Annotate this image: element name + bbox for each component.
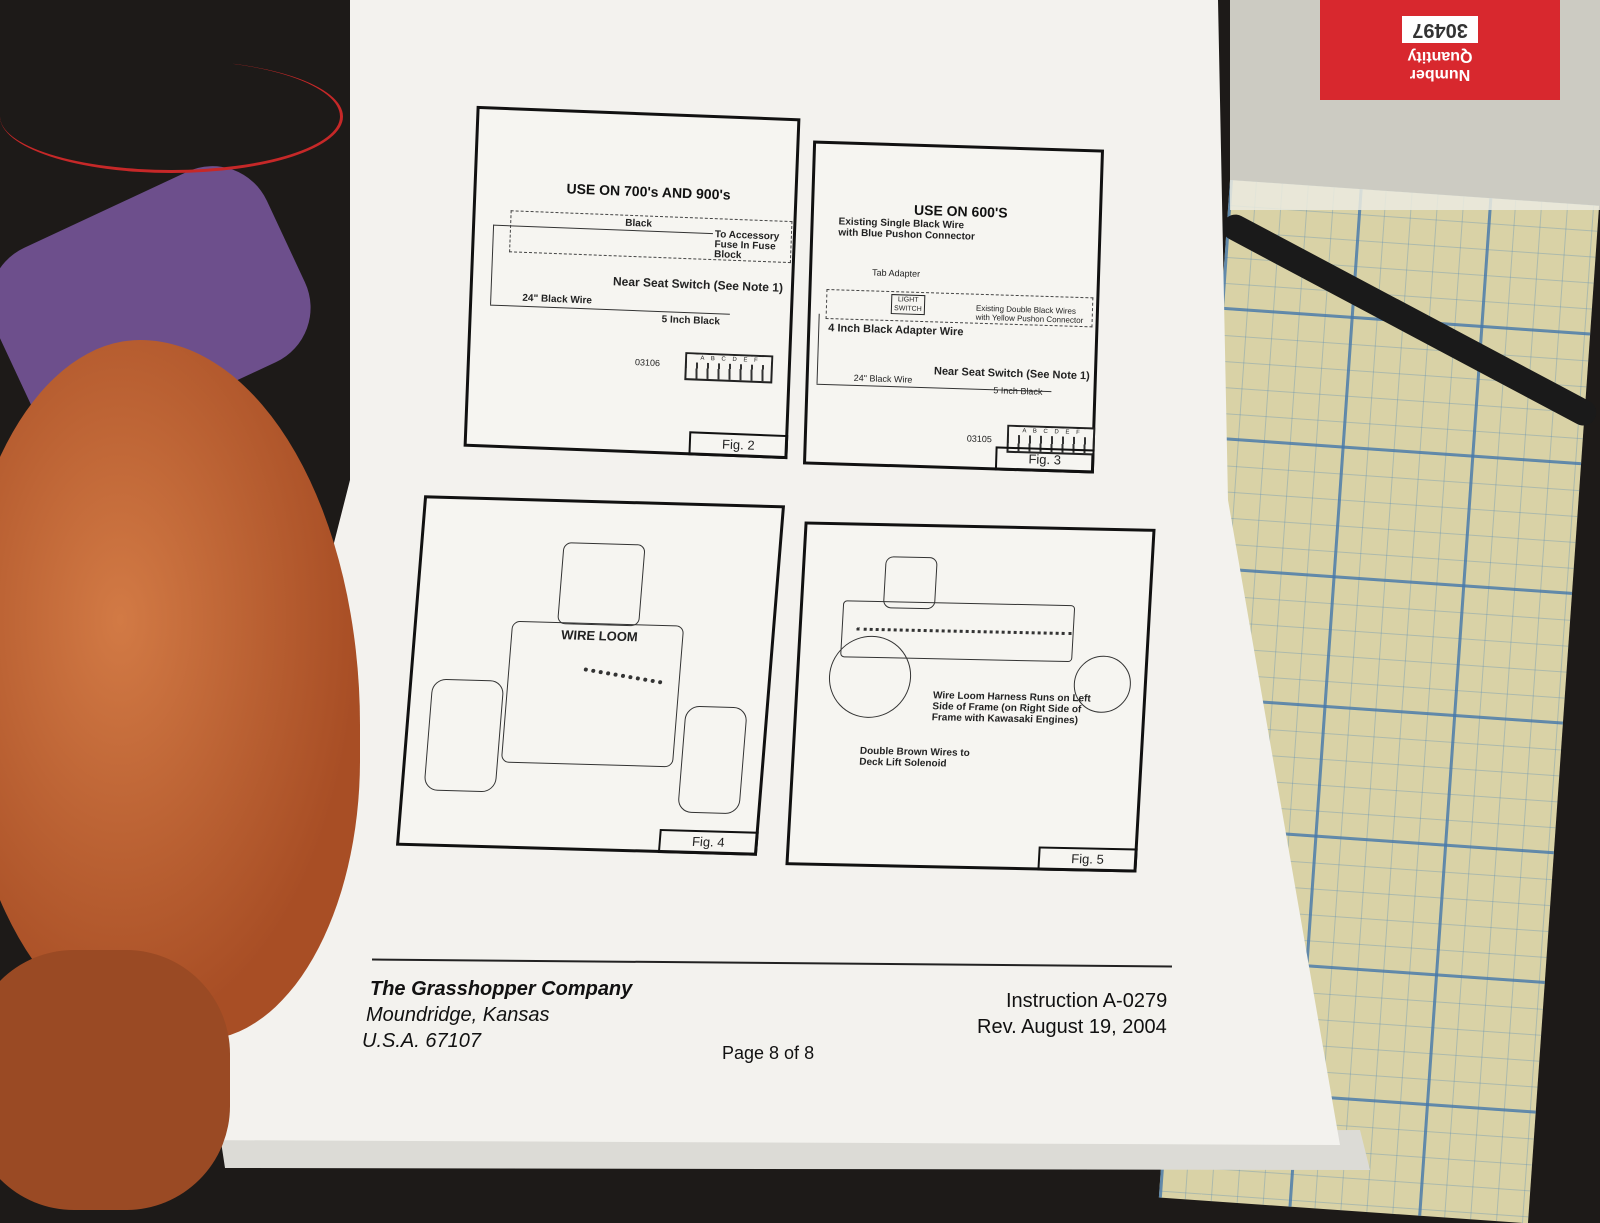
- label-existing-double: Existing Double Black Wires with Yellow …: [975, 303, 1084, 326]
- label-seat-switch: Near Seat Switch (See Note 1): [612, 274, 784, 295]
- figure-caption: Fig. 3: [994, 446, 1095, 474]
- part-number: 03105: [966, 433, 993, 445]
- seat: [882, 556, 938, 610]
- bag-label-number: Number: [1409, 66, 1471, 84]
- fuse-block: A B C D E F: [684, 352, 774, 384]
- seat: [557, 542, 646, 627]
- label-black: Black: [625, 217, 653, 230]
- right-tire: [677, 705, 748, 815]
- wire: [816, 313, 820, 384]
- instruction-number: Instruction A-0279: [1006, 990, 1168, 1012]
- arm: [0, 950, 230, 1210]
- label-existing-single: Existing Single Black Wire with Blue Pus…: [838, 216, 976, 243]
- label-harness: Wire Loom Harness Runs on Left Side of F…: [931, 690, 1092, 727]
- figure-4: WIRE LOOM Fig. 4: [395, 495, 786, 856]
- figure-caption: Fig. 4: [657, 828, 759, 856]
- fuse-block-letters: A B C D E F: [1009, 426, 1094, 438]
- figure-2: USE ON 700's AND 900's Black To Accessor…: [463, 105, 801, 460]
- wire: [490, 224, 495, 305]
- figure-5: Wire Loom Harness Runs on Left Side of F…: [785, 521, 1156, 873]
- company-city: Moundridge, Kansas: [366, 1004, 550, 1026]
- label-4-inch: 4 Inch Black Adapter Wire: [828, 322, 964, 339]
- label-brown-wires: Double Brown Wires to Deck Lift Solenoid: [858, 745, 971, 770]
- label-24-wire: 24" Black Wire: [853, 372, 913, 385]
- red-wire: [0, 60, 343, 173]
- label-seat-switch: Near Seat Switch (See Note 1): [933, 365, 1090, 383]
- figure-caption: Fig. 2: [688, 431, 789, 460]
- fuse-block-letters: A B C D E F: [686, 354, 772, 366]
- label-accessory: To Accessory Fuse In Fuse Block: [713, 229, 780, 262]
- light-switch: LIGHT SWITCH: [890, 294, 926, 316]
- figure-title: USE ON 600'S: [913, 201, 1008, 221]
- wire: [490, 304, 730, 315]
- figure-3: USE ON 600'S Existing Single Black Wire …: [802, 140, 1105, 474]
- left-tire: [423, 678, 505, 793]
- figure-title: USE ON 700's AND 900's: [566, 180, 731, 203]
- label-tab-adapter: Tab Adapter: [871, 267, 921, 279]
- label-24-wire: 24" Black Wire: [522, 292, 593, 307]
- bag-label-handwritten: 30497: [1402, 16, 1478, 44]
- company-name: The Grasshopper Company: [370, 978, 633, 1000]
- label-5-inch: 5 Inch Black: [661, 314, 721, 328]
- company-zip: U.S.A. 67107: [362, 1030, 481, 1052]
- bag-label-quantity: Quantity: [1407, 48, 1473, 66]
- hand: [0, 340, 360, 1040]
- part-number: 03106: [634, 357, 661, 369]
- page-number: Page 8 of 8: [722, 1043, 815, 1063]
- label-wire-loom: WIRE LOOM: [560, 627, 639, 645]
- revision-date: Rev. August 19, 2004: [977, 1016, 1167, 1038]
- label-5-inch: 5 Inch Black: [993, 385, 1043, 397]
- figure-caption: Fig. 5: [1037, 846, 1138, 873]
- bag-label: Number Quantity 30497: [1320, 0, 1560, 100]
